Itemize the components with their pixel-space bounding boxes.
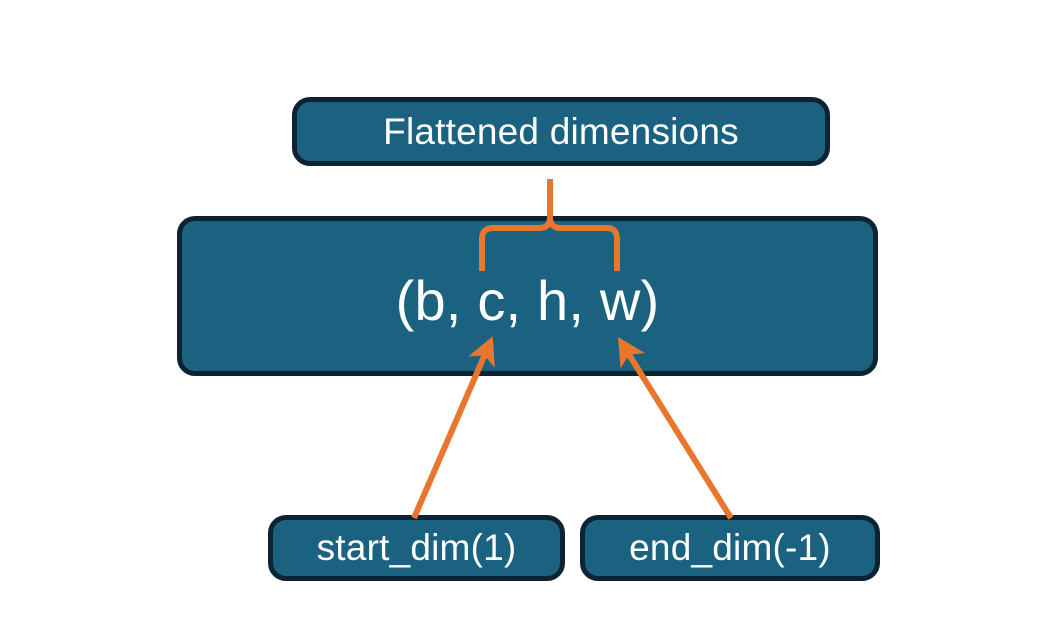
start-dim-label: start_dim(1) [316,527,517,568]
start-dim-node: start_dim(1) [268,515,565,581]
flattened-dimensions-label: Flattened dimensions [383,110,739,152]
tensor-shape-node: (b, c, h, w) [177,216,878,376]
end-dim-node: end_dim(-1) [580,515,880,581]
tensor-shape-label: (b, c, h, w) [395,268,660,332]
end-dim-label: end_dim(-1) [629,527,831,568]
flattened-dimensions-node: Flattened dimensions [292,97,830,166]
